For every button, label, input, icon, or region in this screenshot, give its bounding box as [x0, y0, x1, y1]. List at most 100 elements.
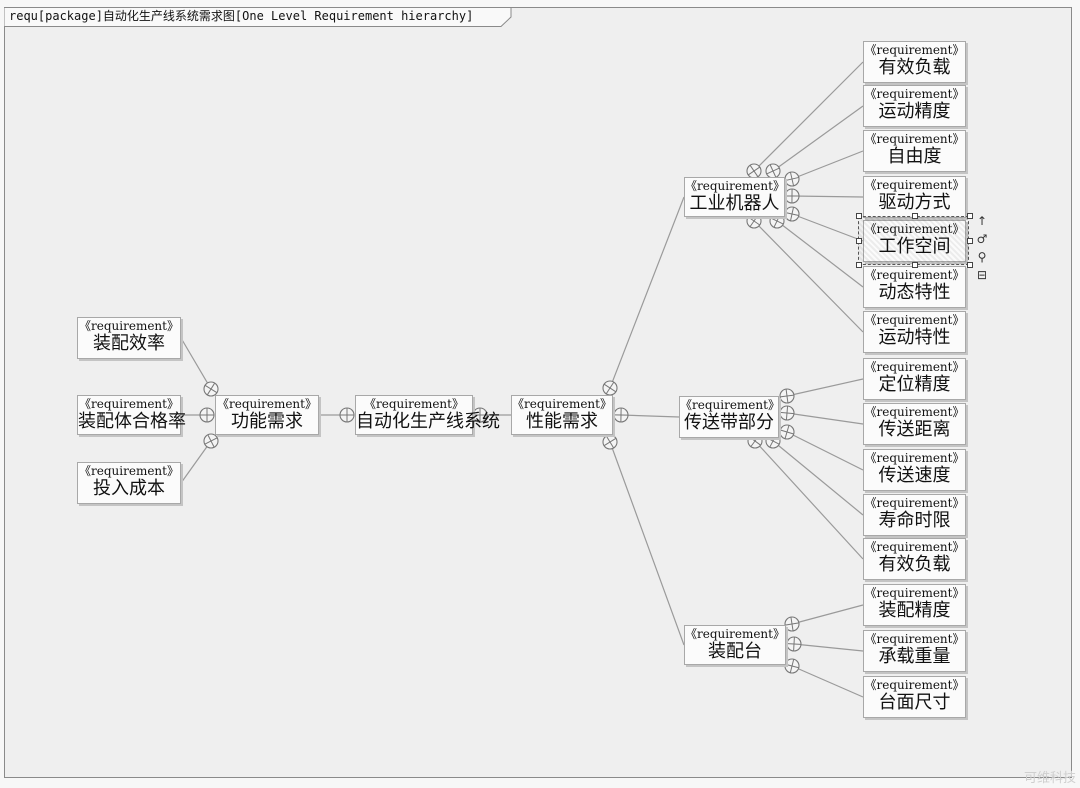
stereotype-label: 《requirement》: [864, 43, 965, 57]
requirement-name: 工业机器人: [689, 193, 780, 214]
containment-line-r3: [791, 150, 864, 180]
stereotype-label: 《requirement》: [864, 586, 965, 600]
requirement-name: 投入成本: [93, 478, 165, 499]
requirement-conv[interactable]: 《requirement》传送带部分: [679, 396, 780, 438]
requirement-c4[interactable]: 《requirement》寿命时限: [863, 494, 966, 536]
stereotype-label: 《requirement》: [685, 179, 785, 193]
requirement-name: 工作空间: [864, 236, 965, 257]
requirement-r6[interactable]: 《requirement》动态特性: [863, 266, 966, 308]
stereotype-label: 《requirement》: [864, 360, 965, 374]
requirement-r4[interactable]: 《requirement》驱动方式: [863, 176, 966, 218]
stereotype-label: 《requirement》: [79, 319, 179, 333]
link-icon[interactable]: ♂: [976, 232, 988, 246]
containment-circle-c2: [779, 405, 795, 421]
requirement-name: 有效负载: [878, 554, 951, 575]
containment-line-r6: [776, 220, 864, 288]
stereotype-label: 《requirement》: [864, 678, 965, 692]
containment-circle-f1: [203, 381, 219, 397]
containment-line-t3: [791, 665, 864, 698]
resize-handle[interactable]: [967, 262, 973, 268]
requirement-r3[interactable]: 《requirement》自由度: [863, 130, 966, 172]
containment-line-c1: [786, 378, 864, 397]
requirement-name: 动态特性: [878, 282, 951, 303]
requirement-r7[interactable]: 《requirement》运动特性: [863, 311, 966, 353]
watermark: 可维科技: [1023, 771, 1076, 786]
requirement-name: 装配体合格率: [78, 411, 186, 432]
containment-circle-c3: [779, 424, 795, 440]
containment-line-f3: [180, 440, 212, 484]
requirement-f1[interactable]: 《requirement》装配效率: [77, 317, 181, 359]
resize-handle[interactable]: [911, 213, 918, 219]
containment-line-robot: [609, 196, 685, 389]
requirement-name: 传送带部分: [684, 412, 774, 433]
containment-circle-f2: [199, 407, 215, 423]
requirement-name: 传送距离: [878, 419, 951, 440]
panel-icon[interactable]: ⊟: [976, 268, 988, 282]
frame-title: requ[package]自动化生产线系统需求图[One Level Requi…: [9, 9, 474, 23]
resize-handle[interactable]: [911, 262, 918, 268]
selection-box[interactable]: [858, 216, 969, 265]
resize-handle[interactable]: [967, 237, 973, 244]
requirement-name: 传送速度: [878, 465, 951, 486]
requirement-name: 功能需求: [231, 411, 303, 432]
resize-handle[interactable]: [856, 213, 862, 219]
requirement-f3[interactable]: 《requirement》投入成本: [77, 462, 181, 504]
requirement-t2[interactable]: 《requirement》承载重量: [863, 630, 966, 672]
stereotype-label: 《requirement》: [364, 397, 464, 411]
requirement-perf[interactable]: 《requirement》性能需求: [511, 395, 613, 435]
containment-line-table: [609, 441, 685, 646]
requirement-name: 有效负载: [878, 57, 951, 78]
requirement-func[interactable]: 《requirement》功能需求: [215, 395, 319, 435]
zoom-icon[interactable]: ⚲: [977, 250, 987, 264]
containment-line-r7: [753, 220, 864, 333]
resize-handle[interactable]: [856, 262, 862, 268]
containment-circle-r3: [784, 171, 800, 187]
requirement-r2[interactable]: 《requirement》运动精度: [863, 85, 966, 127]
containment-circle-r4: [784, 188, 800, 204]
requirement-c5[interactable]: 《requirement》有效负载: [863, 538, 966, 580]
requirement-c2[interactable]: 《requirement》传送距离: [863, 403, 966, 445]
requirement-name: 装配台: [708, 641, 762, 662]
stereotype-label: 《requirement》: [864, 268, 965, 282]
containment-line-r1: [753, 61, 864, 172]
requirement-name: 定位精度: [878, 374, 951, 395]
stereotype-label: 《requirement》: [680, 398, 780, 412]
stereotype-label: 《requirement》: [864, 540, 965, 554]
requirement-r1[interactable]: 《requirement》有效负载: [863, 41, 966, 83]
requirement-name: 运动精度: [878, 101, 951, 122]
requirement-name: 装配精度: [878, 600, 951, 621]
requirement-name: 装配效率: [93, 333, 165, 354]
requirement-root[interactable]: 《requirement》自动化生产线系统: [355, 395, 500, 435]
containment-circle-robot: [602, 380, 618, 396]
requirement-t3[interactable]: 《requirement》台面尺寸: [863, 676, 966, 718]
containment-circle-perf: [472, 407, 488, 423]
requirement-robot[interactable]: 《requirement》工业机器人: [684, 177, 785, 217]
containment-line-c5: [754, 440, 864, 560]
arrow-up-icon[interactable]: ↑: [976, 214, 988, 228]
containment-line-c3: [786, 431, 864, 471]
requirement-t1[interactable]: 《requirement》装配精度: [863, 584, 966, 626]
containment-circle-r1: [746, 163, 762, 179]
requirement-name: 自由度: [887, 146, 942, 167]
requirement-name: 寿命时限: [878, 510, 951, 531]
containment-line-t2: [793, 643, 864, 652]
stereotype-label: 《requirement》: [217, 397, 317, 411]
requirement-name: 承载重量: [878, 646, 951, 667]
requirement-name: 驱动方式: [878, 192, 951, 213]
stereotype-label: 《requirement》: [864, 313, 965, 327]
requirement-c1[interactable]: 《requirement》定位精度: [863, 358, 966, 400]
containment-circle-table: [602, 434, 618, 450]
stereotype-label: 《requirement》: [864, 451, 965, 465]
requirement-table[interactable]: 《requirement》装配台: [684, 625, 786, 665]
requirement-r5[interactable]: 《requirement》工作空间: [863, 220, 966, 262]
requirement-f2[interactable]: 《requirement》装配体合格率: [77, 395, 186, 435]
resize-handle[interactable]: [856, 237, 862, 244]
resize-handle[interactable]: [967, 213, 973, 219]
containment-circle-r5: [784, 206, 800, 222]
requirement-name: 自动化生产线系统: [356, 411, 500, 432]
requirement-c3[interactable]: 《requirement》传送速度: [863, 449, 966, 491]
requirement-name: 台面尺寸: [878, 692, 951, 713]
containment-line-r5: [791, 213, 864, 242]
requirement-name: 性能需求: [526, 411, 598, 432]
